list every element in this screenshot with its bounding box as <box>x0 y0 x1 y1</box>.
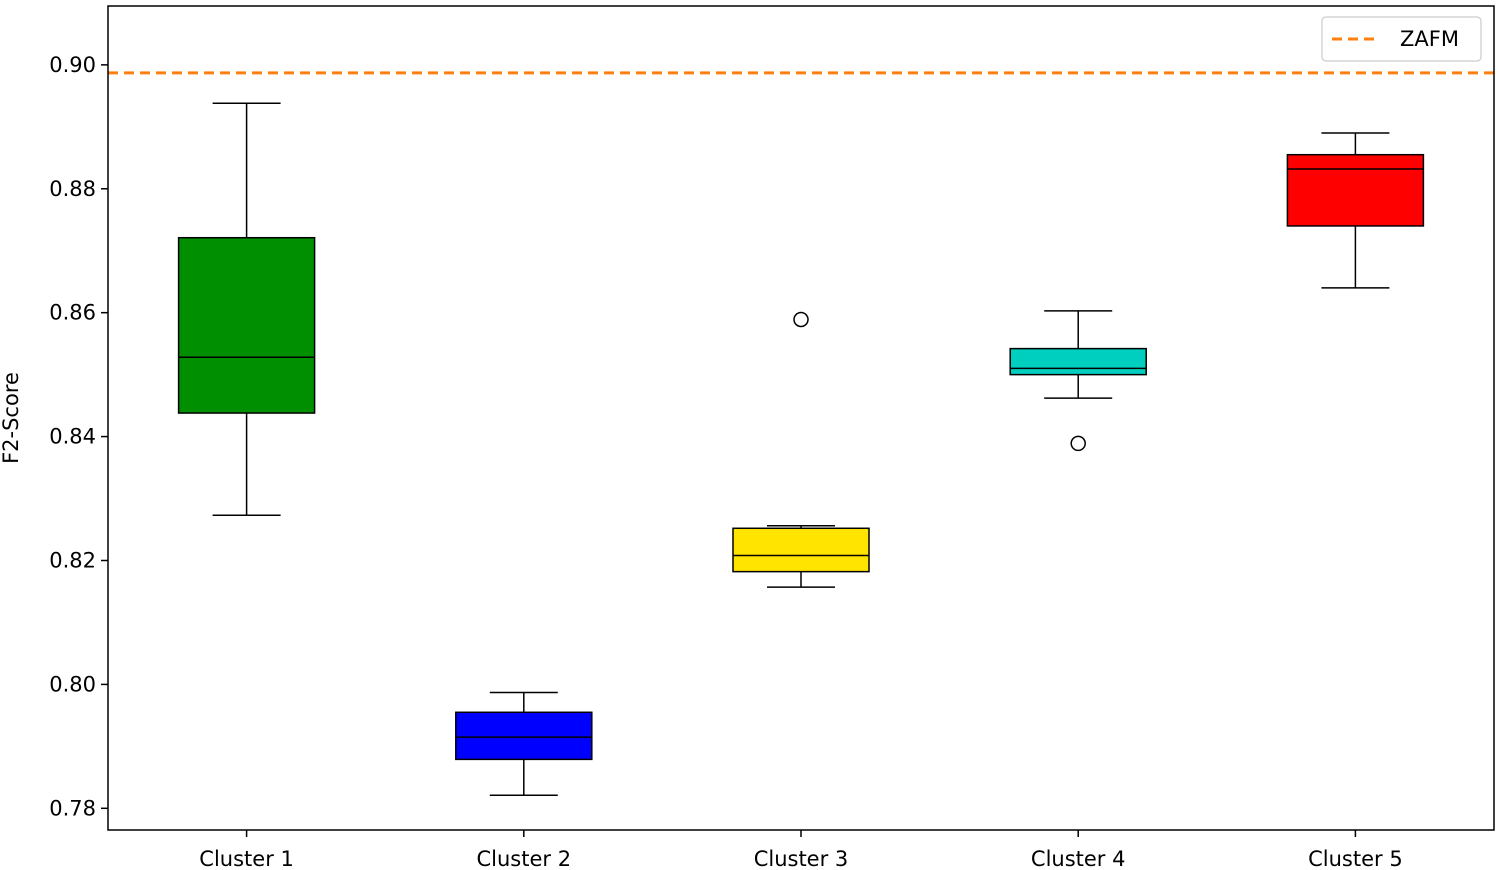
y-tick-label: 0.84 <box>49 425 96 449</box>
x-tick-label: Cluster 5 <box>1308 847 1403 870</box>
outlier-point <box>793 311 809 328</box>
box-5 <box>1286 153 1425 227</box>
box-1 <box>177 236 316 414</box>
x-tick-label: Cluster 4 <box>1031 847 1126 870</box>
box-4 <box>1009 347 1147 376</box>
plot-frame <box>107 5 1495 831</box>
y-tick-label: 0.88 <box>49 177 96 201</box>
x-tick-label: Cluster 1 <box>199 847 294 870</box>
box-2 <box>455 711 593 761</box>
x-tick-label: Cluster 2 <box>477 847 572 870</box>
y-axis-label: F2-Score <box>0 372 23 464</box>
plot-marks <box>108 71 1494 797</box>
legend-box <box>1321 16 1482 62</box>
y-tick-label: 0.82 <box>49 548 96 572</box>
box-3 <box>732 527 870 573</box>
outlier-point <box>1070 435 1086 452</box>
y-tick-label: 0.78 <box>49 796 96 820</box>
y-tick-label: 0.90 <box>49 53 96 77</box>
y-tick-label: 0.86 <box>49 301 96 325</box>
legend: ZAFM <box>1321 16 1482 62</box>
y-tick-label: 0.80 <box>49 672 96 696</box>
x-tick-label: Cluster 3 <box>754 847 849 870</box>
legend-label: ZAFM <box>1400 27 1459 51</box>
